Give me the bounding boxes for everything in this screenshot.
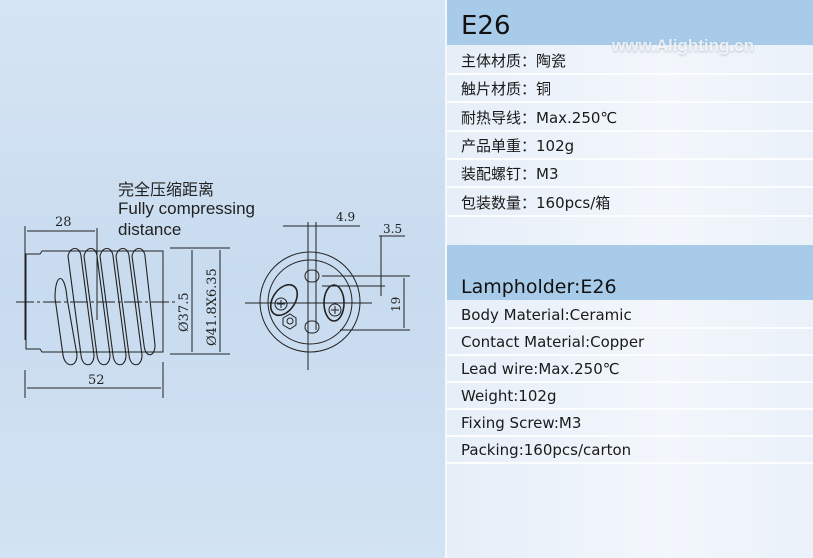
en-spec-row: Body Material:Ceramic <box>447 302 813 329</box>
cn-spec-row: 触片材质：铜 <box>447 75 813 103</box>
technical-drawing-panel: 完全压缩距离 Fully compressing distance 28 Ø37 <box>0 0 445 558</box>
en-spec-row: Contact Material:Copper <box>447 329 813 356</box>
en-spec-row: Fixing Screw:M3 <box>447 410 813 437</box>
cn-spec-row: 装配螺钉：M3 <box>447 160 813 188</box>
en-spec-row: Lead wire:Max.250℃ <box>447 356 813 383</box>
cn-spec-row: 产品单重：102g <box>447 132 813 160</box>
spec-panel: E26 www.Alighting.cn 主体材质：陶瓷 触片材质：铜 耐热导线… <box>445 0 813 558</box>
en-spec-row: Packing:160pcs/carton <box>447 437 813 464</box>
en-spec-row: Weight:102g <box>447 383 813 410</box>
watermark: www.Alighting.cn <box>612 36 754 55</box>
dim-4-9: 4.9 <box>336 210 355 224</box>
annotation-en-1: Fully compressing <box>118 199 255 218</box>
annotation-en-2: distance <box>118 220 182 239</box>
en-spec-title: Lampholder:E26 <box>447 245 813 300</box>
dim-19: 19 <box>389 297 403 312</box>
side-view: 28 Ø37.5 Ø41.8X6.35 52 <box>16 215 230 398</box>
annotation-cn: 完全压缩距离 <box>118 182 215 199</box>
dim-3-5: 3.5 <box>383 222 402 236</box>
cn-spec-title: E26 <box>447 0 813 45</box>
lampholder-drawing: 28 Ø37.5 Ø41.8X6.35 52 <box>16 210 410 398</box>
dim-52: 52 <box>88 373 105 388</box>
dim-28: 28 <box>55 215 72 230</box>
top-view: 4.9 3.5 19 <box>245 210 410 370</box>
dim-d41-8: Ø41.8X6.35 <box>205 268 220 346</box>
cn-spec-row: 包装数量：160pcs/箱 <box>447 189 813 217</box>
cn-spec-row: 耐热导线：Max.250℃ <box>447 104 813 132</box>
dim-d37-5: Ø37.5 <box>177 292 192 332</box>
cn-spec-row: 主体材质：陶瓷 <box>447 47 813 75</box>
